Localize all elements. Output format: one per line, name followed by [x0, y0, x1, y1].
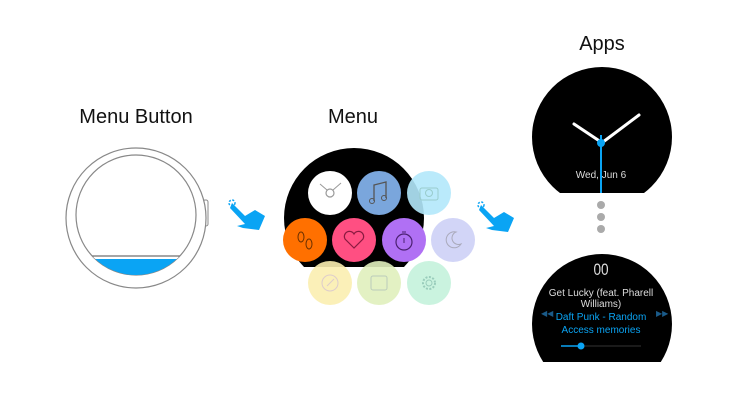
menu-app-music[interactable]	[357, 171, 401, 215]
menu-app-footsteps[interactable]	[283, 218, 327, 262]
progress-slider[interactable]	[577, 342, 585, 350]
next-icon[interactable]: ▶▶	[656, 309, 669, 318]
compass-icon	[321, 274, 339, 292]
song-title-2: Williams)	[581, 299, 622, 310]
settings-icon	[422, 276, 436, 290]
menu-app-timer[interactable]	[382, 218, 426, 262]
footsteps-icon	[297, 231, 313, 250]
music-icon	[369, 181, 387, 204]
menu-app-bubble	[431, 218, 475, 262]
apps-label: Apps	[579, 33, 625, 55]
moon-icon	[445, 231, 463, 249]
menu-app-bubble	[308, 171, 352, 215]
menu-app-bubble	[283, 218, 327, 262]
menu-app-bubble	[357, 261, 401, 305]
camera-icon	[419, 187, 439, 201]
watch-menu-button	[65, 147, 209, 289]
tap-hand-icon	[228, 199, 265, 230]
menu-app-compass[interactable]	[308, 261, 352, 305]
artist-1: Daft Punk - Random	[556, 312, 647, 323]
menu-app-bubble	[407, 171, 451, 215]
music-app[interactable]	[532, 254, 672, 394]
tap-hand-icon	[477, 201, 514, 232]
artist-2: Access memories	[562, 325, 641, 336]
menu-app-camera[interactable]	[407, 171, 451, 215]
song-title-1: Get Lucky (feat. Pharell	[549, 288, 654, 299]
previous-icon[interactable]: ◀◀	[541, 309, 554, 318]
watch-face-app[interactable]	[532, 67, 672, 207]
menu-button-label: Menu Button	[79, 106, 193, 128]
calendar-icon	[370, 275, 388, 291]
pause-button[interactable]: 00	[593, 261, 608, 280]
menu-app-clock[interactable]	[308, 171, 352, 215]
more-apps-dots	[597, 201, 605, 233]
heart-icon	[343, 230, 365, 249]
timer-icon	[395, 231, 413, 251]
menu-app-calendar[interactable]	[357, 261, 401, 305]
menu-app-bubble	[357, 171, 401, 215]
menu-app-heart[interactable]	[332, 218, 376, 262]
menu-label: Menu	[327, 106, 379, 128]
menu-app-moon[interactable]	[431, 218, 475, 262]
menu-app-bubble	[332, 218, 376, 262]
clock-icon	[319, 182, 342, 198]
menu-app-bubble	[407, 261, 451, 305]
menu-app-settings[interactable]	[407, 261, 451, 305]
watch-date: Wed, Jun 6	[576, 170, 627, 181]
